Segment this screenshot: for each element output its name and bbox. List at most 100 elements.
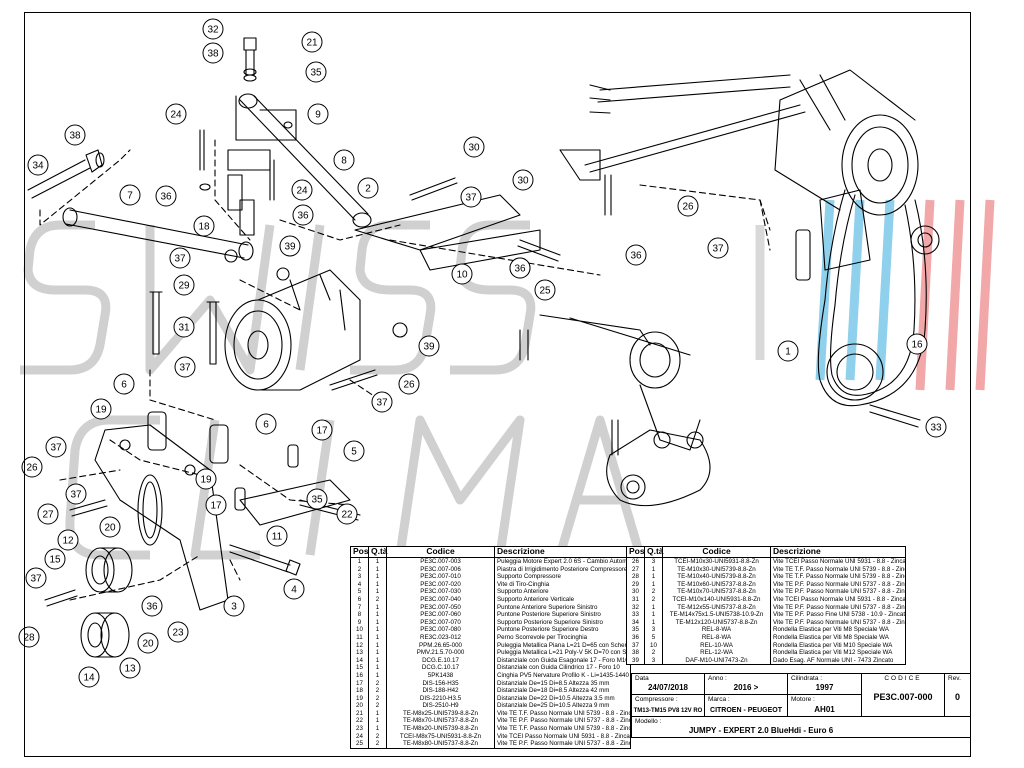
- callout-label: 37: [30, 574, 42, 585]
- callout-label: 37: [50, 443, 62, 454]
- year-label: Anno :: [708, 675, 727, 682]
- strut-rear-upper-left-part-8: [238, 93, 372, 228]
- callout-circle: [451, 263, 473, 285]
- rear-stiffening-plate-part-2: [354, 194, 541, 271]
- cell-qty: 2: [368, 595, 387, 604]
- cell-pos: 3: [350, 573, 369, 581]
- cell-code: PE3C.007-070: [386, 618, 495, 627]
- callout-25: 25: [534, 279, 556, 301]
- callout-6: 6: [113, 373, 135, 395]
- cell-description: Vite TE P.F. Passo Normale UNI 5737 - 8.…: [770, 588, 906, 596]
- cell-description: Supporto Posteriore Superiore Sinistro: [494, 618, 631, 627]
- cell-pos: 31: [626, 595, 645, 604]
- callout-35: 35: [305, 61, 327, 83]
- callout-32: 32: [202, 18, 224, 40]
- callout-9: 9: [307, 103, 329, 125]
- cell-pos: 13: [350, 649, 369, 657]
- brand-value: CITROEN - PEUGEOT: [710, 707, 782, 714]
- compressor-right: [774, 69, 919, 216]
- spacers-part-18: [227, 174, 255, 236]
- callout-37: 37: [707, 237, 729, 259]
- cell-code: DAF-M10-UNI7473-Zn: [662, 656, 771, 666]
- callout-circle: [291, 179, 313, 201]
- callout-circle: [371, 391, 393, 413]
- callout-36: 36: [292, 204, 314, 226]
- callout-4: 4: [283, 578, 305, 600]
- callout-circle: [925, 416, 947, 438]
- cell-code: REL-8-WA: [662, 633, 771, 642]
- cell-pos: 23: [350, 725, 369, 733]
- cell-description: Distanziale De=15 Di=8.5 Altezza 35 mm: [494, 679, 631, 688]
- cell-code: REL-8-WA: [662, 626, 771, 634]
- cell-qty: 5: [644, 633, 663, 642]
- cell-qty: 1: [368, 709, 387, 718]
- callout-label: 36: [297, 211, 309, 222]
- callout-30: 30: [512, 169, 534, 191]
- cell-code: TE-M10x40-UNI5739-8.8-Zn: [662, 573, 771, 581]
- cell-code: RE3C.023-012: [386, 633, 495, 642]
- callout-circle: [418, 335, 440, 357]
- cell-qty: 1: [368, 656, 387, 665]
- engine-value: AH01: [814, 705, 835, 714]
- callout-label: 37: [465, 193, 477, 204]
- cell-description: Supporto Anteriore Verticale: [494, 595, 631, 604]
- cell-code: PE3C.007-080: [386, 626, 495, 634]
- callout-circle: [202, 18, 224, 40]
- cell-pos: 11: [350, 633, 369, 642]
- displacement-label: Cilindrata :: [791, 675, 823, 682]
- cell-qty: 3: [644, 626, 663, 634]
- cell-code: TE-M10x70-UNI5737-8.8-Zn: [662, 588, 771, 596]
- compressor-left: [224, 269, 361, 391]
- callout-18: 18: [193, 215, 215, 237]
- callout-label: 1: [785, 347, 791, 358]
- callout-label: 6: [263, 420, 269, 431]
- callout-27: 27: [37, 503, 59, 525]
- title-block-compressor: Compressore : TM13-TM15 PV8 12V RO: [631, 694, 705, 717]
- cell-code: PE3C.007-006: [386, 565, 495, 574]
- compressor-label: Compressore :: [635, 696, 678, 703]
- cell-pos: 10: [350, 626, 369, 634]
- callout-label: 24: [170, 110, 182, 121]
- cell-description: Vite TE P.F. Passo Normale UNI 5737 - 8.…: [770, 603, 906, 612]
- assembly-overview-center: [519, 314, 711, 507]
- callout-circle: [193, 215, 215, 237]
- cell-qty: 1: [368, 557, 387, 566]
- cell-pos: 9: [350, 618, 369, 627]
- cell-code: PPM.26.65-000: [386, 641, 495, 650]
- title-block-displacement: Cilindrata : 1997: [787, 673, 862, 695]
- cell-pos: 35: [626, 626, 645, 634]
- callout-24: 24: [291, 179, 313, 201]
- cell-code: PE3C.007-040: [386, 595, 495, 604]
- callout-label: 32: [207, 25, 219, 36]
- cell-description: Supporto Compressore: [494, 573, 631, 581]
- callout-circle: [173, 316, 195, 338]
- callout-label: 37: [174, 254, 186, 265]
- cell-pos: 36: [626, 633, 645, 642]
- callout-37: 37: [174, 356, 196, 378]
- callout-circle: [27, 154, 49, 176]
- callout-circle: [343, 440, 365, 462]
- callout-17: 17: [311, 419, 333, 441]
- callout-label: 20: [104, 523, 116, 534]
- callout-2: 2: [357, 177, 379, 199]
- callout-3: 3: [223, 595, 245, 617]
- compressor-value: TM13-TM15 PV8 12V RO: [633, 708, 703, 714]
- callout-6: 6: [255, 413, 277, 435]
- callout-circle: [25, 567, 47, 589]
- cell-qty: 1: [368, 633, 387, 642]
- callout-12: 12: [57, 529, 79, 551]
- callout-34: 34: [27, 154, 49, 176]
- cell-pos: 27: [626, 565, 645, 574]
- cell-pos: 39: [626, 656, 645, 666]
- cell-code: TCEI-M8x75-UNI5931-8.8-Zn: [386, 732, 495, 741]
- callout-circle: [255, 413, 277, 435]
- cell-description: Vite TE P.F. Passo Normale UNI 5737 - 8.…: [494, 717, 631, 726]
- cell-pos: 18: [350, 687, 369, 695]
